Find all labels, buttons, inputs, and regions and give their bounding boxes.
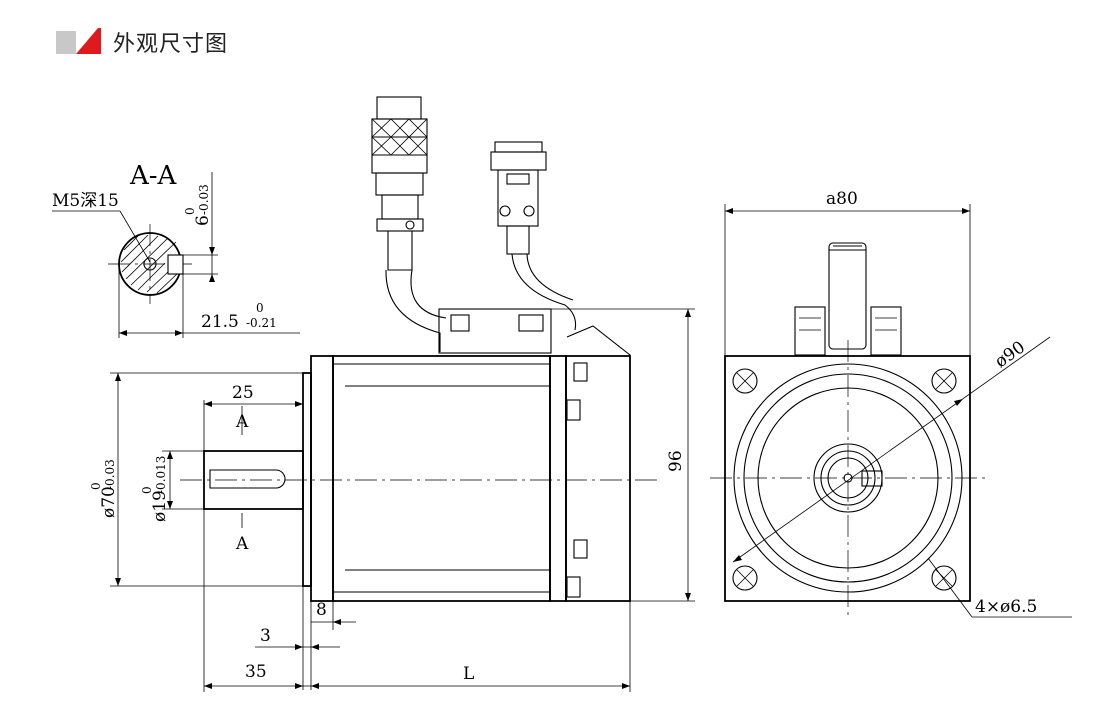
encoder-cover xyxy=(565,355,631,602)
power-connector xyxy=(371,96,447,352)
flange-thickness-value: 8 xyxy=(316,600,327,620)
shaft-key xyxy=(209,469,286,489)
section-view: A-A M5深15 6 0 -0.03 xyxy=(52,161,300,338)
page-header: 外观尺寸图 xyxy=(0,0,1106,70)
mount-hole-br xyxy=(931,565,957,591)
key-width-tol-upper: 0 xyxy=(183,207,197,215)
shaft-length-value: 25 xyxy=(232,383,254,403)
mount-hole-tl xyxy=(732,368,758,394)
motor-body xyxy=(332,355,551,602)
header-accent-gray xyxy=(56,31,76,54)
mount-hole-leader xyxy=(927,557,973,618)
flange-square xyxy=(724,355,971,602)
flange-square-value: a80 xyxy=(826,189,858,209)
key-width-tol-lower: -0.03 xyxy=(197,184,211,215)
body-length-value: L xyxy=(463,664,474,684)
pilot-tol-lower: -0.03 xyxy=(103,459,117,490)
header-accent-red xyxy=(76,28,101,54)
rear-ring xyxy=(549,355,567,602)
front-view: a80 ø90 4×ø6.5 xyxy=(710,189,1072,618)
front-connector-left xyxy=(794,306,826,356)
key-depth-tol-lower: -0.21 xyxy=(246,316,277,330)
thread-label: M5深15 xyxy=(52,191,119,211)
key-depth-value: 21.5 xyxy=(201,312,239,332)
flange-pilot xyxy=(302,372,312,587)
shaft-extension-value: 35 xyxy=(245,662,267,682)
bolt-circle-value: ø90 xyxy=(991,337,1029,372)
key-depth-tol-upper: 0 xyxy=(256,301,264,315)
front-connector-right xyxy=(870,306,902,356)
section-mark-bottom: A xyxy=(235,534,249,554)
pilot-depth-value: 3 xyxy=(260,626,271,646)
pilot-tol-upper: 0 xyxy=(89,482,103,490)
mount-hole-value: 4×ø6.5 xyxy=(975,597,1037,617)
section-mark-top: A xyxy=(235,412,249,432)
shaft-dia-value: ø19 xyxy=(150,490,170,522)
side-view: A A 25 ø70 0 -0.03 ø19 0 -0.013 xyxy=(89,96,695,692)
encoder-connector xyxy=(490,141,577,331)
page-title: 外观尺寸图 xyxy=(113,32,229,57)
mount-hole-bl xyxy=(732,565,758,591)
front-cable xyxy=(828,242,867,350)
shaft-tol-lower: -0.013 xyxy=(154,456,168,494)
section-title: A-A xyxy=(129,161,178,191)
key-width-value: 6 xyxy=(193,215,213,226)
bolt-circle-dim xyxy=(732,336,1051,563)
junction-box xyxy=(438,308,552,354)
encoder-cover-top xyxy=(566,325,631,600)
front-key xyxy=(861,470,883,487)
header-accent-icon xyxy=(56,28,101,54)
pilot-dia-value: ø70 xyxy=(99,486,119,518)
flange xyxy=(310,355,334,602)
mount-hole-tr xyxy=(931,368,957,394)
keyway xyxy=(167,254,184,275)
shaft-tol-upper: 0 xyxy=(140,486,154,494)
height-value: 96 xyxy=(666,450,686,472)
